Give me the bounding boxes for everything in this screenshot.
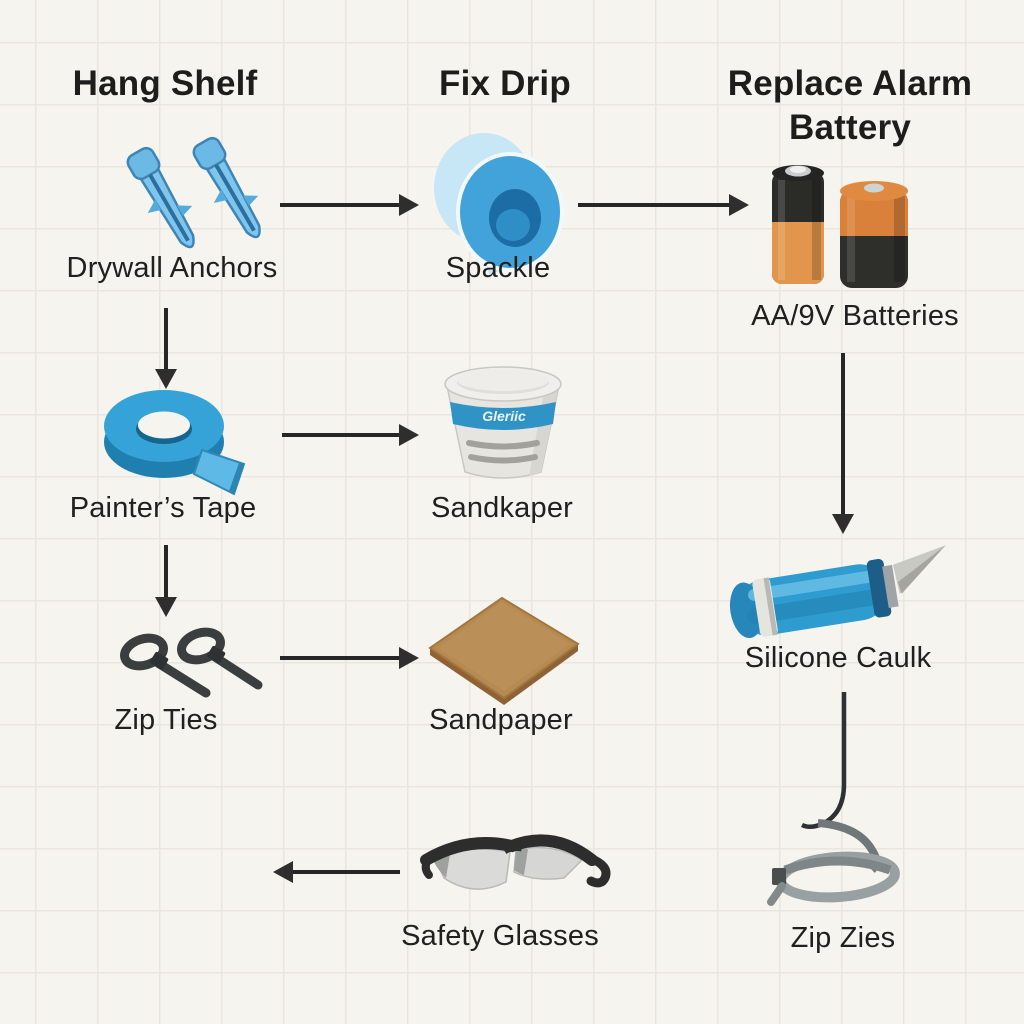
label-zip-ties: Zip Ties: [114, 704, 218, 736]
arrow-zipties-to-sandpaper: [280, 647, 419, 669]
label-silicone-caulk: Silicone Caulk: [744, 642, 932, 674]
sandpaper-sheet-icon: [428, 596, 580, 705]
label-painters-tape: Painter’s Tape: [69, 492, 257, 524]
label-safety-glasses: Safety Glasses: [401, 920, 599, 952]
label-spackle: Spackle: [445, 252, 551, 284]
arrow-spackle-to-batteries: [578, 194, 749, 216]
column-title-fix-drip: Fix Drip: [439, 64, 571, 103]
zip-tie-loop-icon: [767, 692, 900, 906]
label-zip-zies: Zip Zies: [790, 922, 896, 954]
label-sandpaper: Sandpaper: [429, 704, 573, 736]
painters-tape-icon: [104, 390, 246, 496]
arrow-tape-to-tub: [282, 424, 419, 446]
arrow-anchors-to-spackle: [280, 194, 419, 216]
spackle-tub-icon: Gleriic: [444, 366, 562, 479]
arrow-tape-to-zipties: [155, 545, 177, 617]
zip-ties-icon: [120, 627, 263, 698]
arrow-anchors-to-tape: [155, 308, 177, 389]
tape-roll-icon: [434, 133, 564, 275]
tub-brand-text: Gleriic: [482, 408, 526, 424]
label-drywall-anchors: Drywall Anchors: [66, 252, 278, 284]
label-batteries: AA/9V Batteries: [751, 300, 959, 332]
caulk-to-ziptie-connector: [800, 692, 847, 829]
label-sandkaper: Sandkaper: [430, 492, 574, 524]
caulk-tube-icon: [729, 545, 946, 639]
arrow-glasses-left: [273, 861, 400, 883]
column-title-hang-shelf: Hang Shelf: [72, 64, 258, 103]
arrow-batteries-to-caulk: [832, 353, 854, 534]
safety-glasses-icon: [420, 834, 611, 890]
column-title-replace-alarm-battery: Replace Alarm Battery: [727, 64, 973, 148]
batteries-icon: [772, 165, 908, 288]
